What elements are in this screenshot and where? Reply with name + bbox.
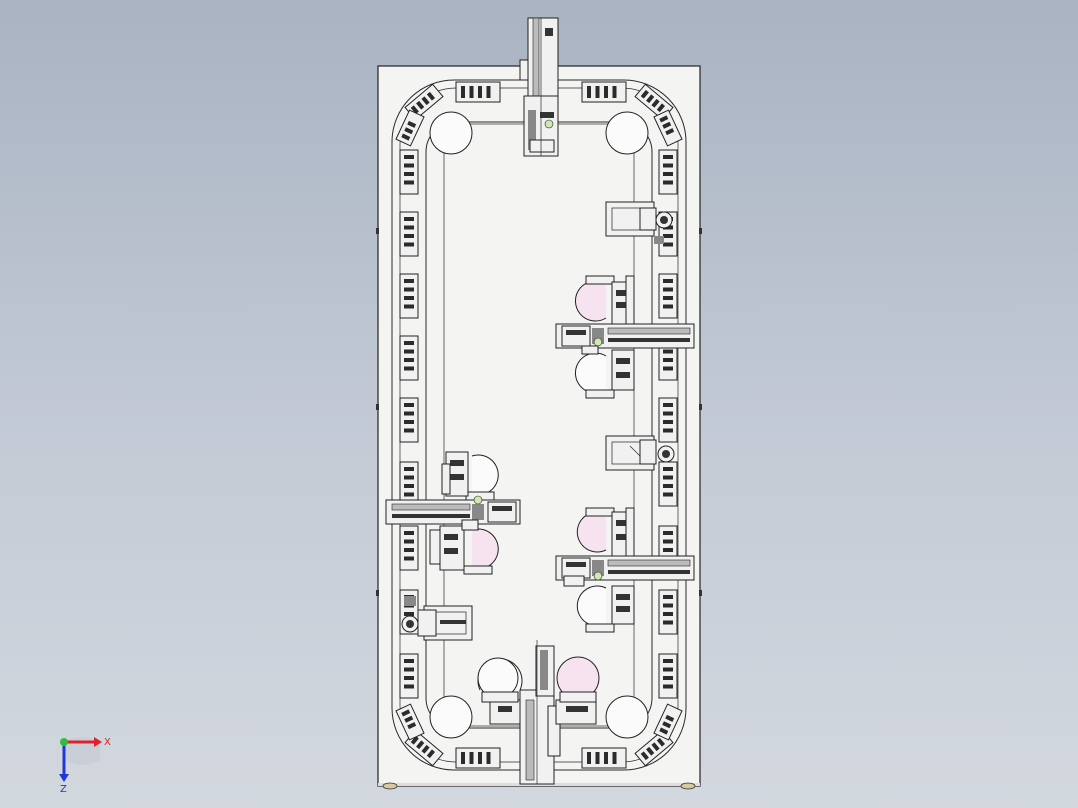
carrier-block xyxy=(658,273,678,319)
carrier-block xyxy=(658,653,678,699)
carrier-block xyxy=(399,525,419,571)
fixture-plate-right-middle xyxy=(605,435,675,471)
carrier-block xyxy=(399,211,419,257)
carriers-right xyxy=(658,149,678,699)
carrier-block xyxy=(399,461,419,507)
x-axis-arrowhead xyxy=(94,737,102,747)
slide-station-left xyxy=(385,451,521,575)
x-axis-label: X xyxy=(104,737,111,748)
triad-origin-dot xyxy=(60,738,68,746)
corner-wheel-bottom-left xyxy=(429,695,473,739)
slide-station-right-lower xyxy=(555,507,695,633)
carrier-block xyxy=(399,335,419,381)
carrier-block xyxy=(399,273,419,319)
carrier-block xyxy=(455,81,501,103)
carrier-block xyxy=(658,461,678,507)
carrier-block xyxy=(399,149,419,195)
carrier-block xyxy=(581,747,627,769)
carrier-block xyxy=(455,747,501,769)
carriers-bottom xyxy=(455,747,627,769)
carriers-top xyxy=(455,81,627,103)
coordinate-triad: X Z xyxy=(59,737,111,795)
fixture-plate-right-upper xyxy=(605,201,673,244)
bottom-disc-pair xyxy=(477,656,600,703)
corner-wheel-top-right xyxy=(605,111,649,155)
machine-feet xyxy=(382,782,696,790)
carrier-block xyxy=(581,81,627,103)
carrier-block xyxy=(399,653,419,699)
carrier-block xyxy=(658,149,678,195)
corner-wheel-top-left xyxy=(429,111,473,155)
bottom-slide-station xyxy=(489,640,597,785)
slide-station-right-upper xyxy=(555,275,695,399)
fixture-plate-left-lower xyxy=(401,596,473,641)
corner-carriers xyxy=(395,83,683,767)
carrier-block xyxy=(658,589,678,635)
z-axis-label: Z xyxy=(60,784,67,795)
carrier-block xyxy=(399,397,419,443)
z-axis-arrowhead xyxy=(59,774,69,782)
carrier-block xyxy=(658,397,678,443)
top-slide-station xyxy=(519,17,559,157)
corner-wheel-bottom-right xyxy=(605,695,649,739)
